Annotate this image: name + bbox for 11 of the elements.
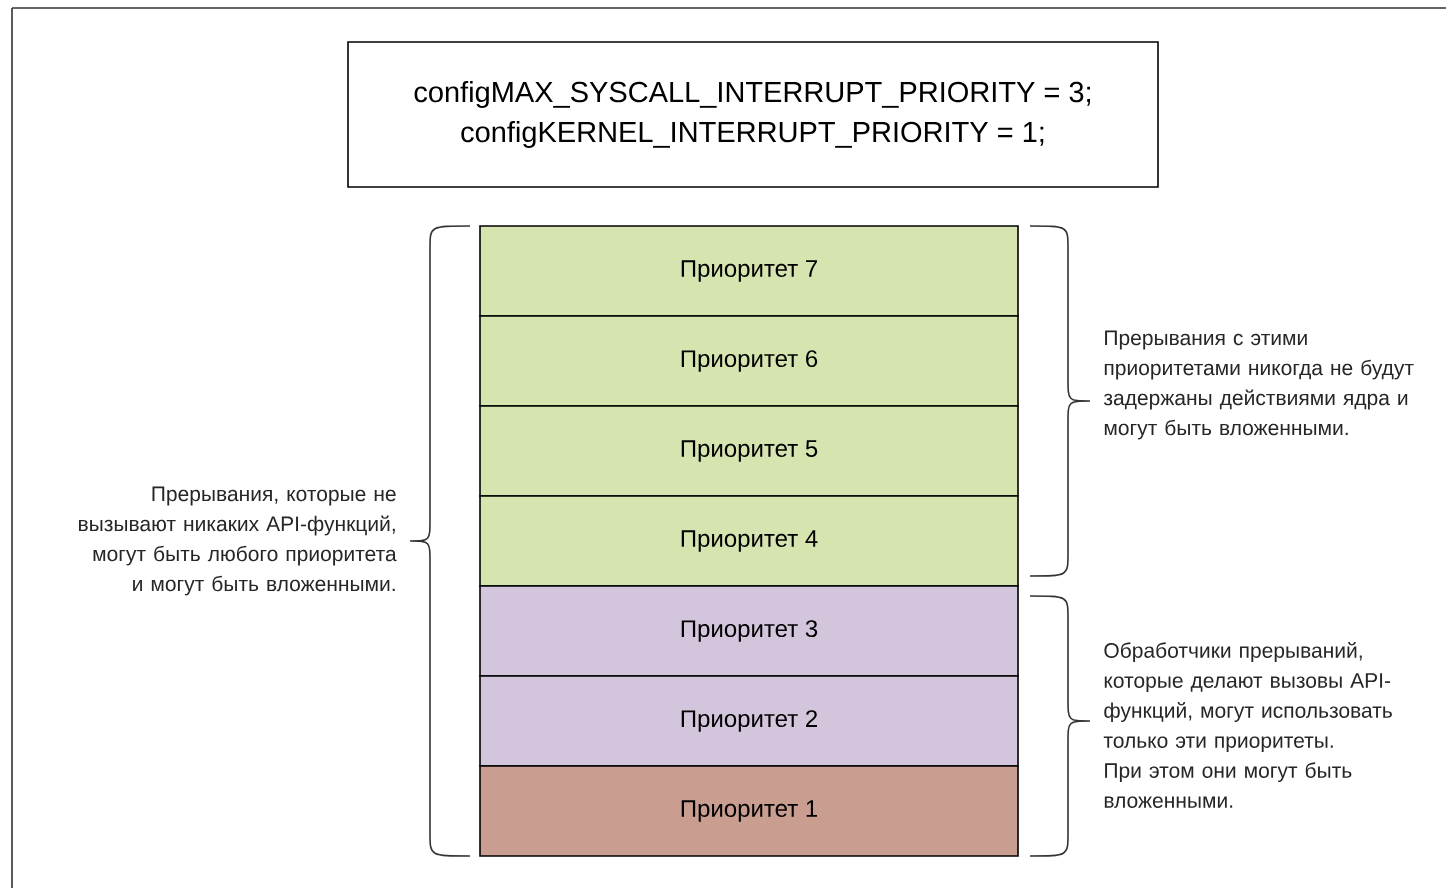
priority-bar: Приоритет 7: [479, 225, 1019, 317]
priority-bar: Приоритет 2: [479, 675, 1019, 767]
annotation-text: Прерывания, которые не вызывают никаких API-функций, могут быть любого приоритета и могут быть вложенными.: [79, 486, 397, 596]
annotation-text: Прерывания с этими приоритетами никогда не будут задержаны действиями ядра и могут быть вложенными.: [1103, 330, 1414, 440]
priority-bar: Приоритет 6: [479, 315, 1019, 407]
code-box: configMAX_SYSCALL_INTERRUPT_PRIORITY = 3; configKERNEL_INTERRUPT_PRIORITY = 1;: [347, 41, 1159, 188]
priority-bar: Приоритет 4: [479, 495, 1019, 587]
priority-bar: Приоритет 3: [479, 585, 1019, 677]
priority-bar: Приоритет 5: [479, 405, 1019, 497]
annotation-text: Обработчики прерываний, которые делают вызовы API-функций, могут использовать только эти приоритеты. При этом они могут быть вложенными.: [1103, 642, 1392, 808]
priority-bar: Приоритет 1: [479, 765, 1019, 857]
